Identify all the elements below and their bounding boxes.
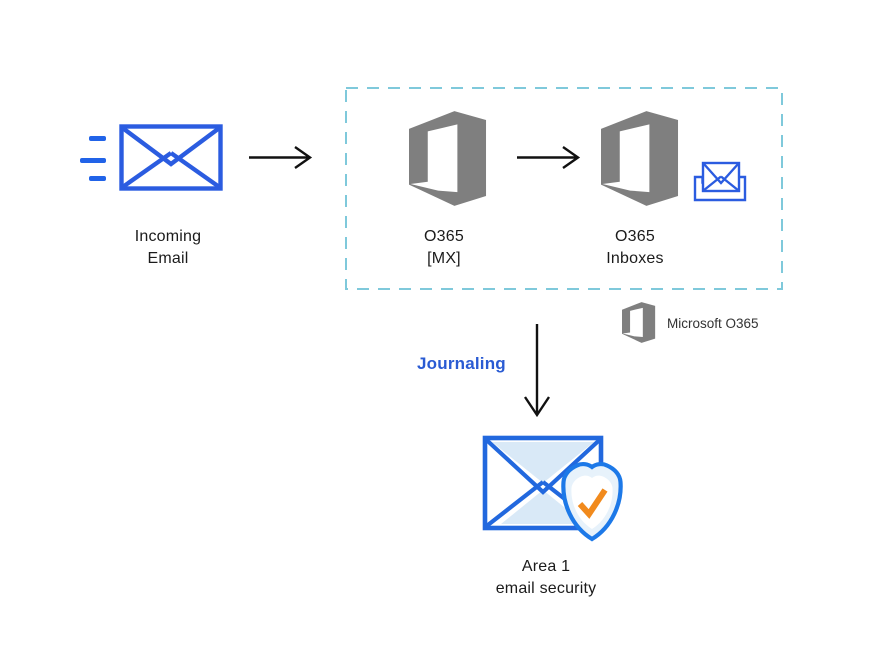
office-365-icon (601, 111, 679, 206)
incoming-email-envelope-icon (119, 124, 223, 191)
speed-line-bottom (89, 176, 106, 181)
o365-group-dashed-box (345, 87, 783, 290)
office-365-icon (622, 302, 656, 343)
o365-mx-label: O365 [MX] (424, 228, 464, 267)
speed-line-top (89, 136, 106, 141)
journaling-label: Journaling (417, 354, 506, 373)
legend-label: Microsoft O365 (667, 316, 759, 331)
office-365-icon (409, 111, 487, 206)
arrow-right-icon (517, 146, 581, 169)
incoming-email-label: Incoming Email (134, 228, 202, 267)
o365-inboxes-label: O365 Inboxes (606, 228, 664, 267)
arrow-down-icon (524, 324, 550, 418)
area1-label: Area 1 email security (495, 558, 597, 597)
inbox-envelope-icon (693, 161, 747, 202)
arrow-right-icon (249, 146, 313, 169)
area1-envelope-shield-icon (482, 435, 623, 542)
speed-line-middle (80, 158, 106, 163)
